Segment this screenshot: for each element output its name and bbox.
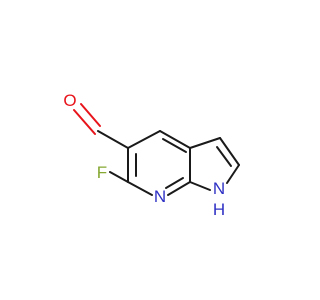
bond-n7-c6 [127,181,153,196]
molecule-canvas: O F N N H [63,91,240,219]
bond-cho-ring [97,130,129,149]
bond-c3-c2-outer [219,137,240,166]
bond-c3-c2-inner [216,146,232,167]
bond-c3a-c3 [189,137,221,149]
bond-c7a-n7-outer [167,181,191,196]
ring-nitrogen-label: N [154,187,166,206]
molecule-structure: O F N N H [63,91,240,219]
nh-hydrogen-label: H [213,200,225,219]
bond-c5-c4 [127,130,161,149]
oxygen-label: O [63,91,76,110]
nh-nitrogen-label: N [213,179,225,198]
fluorine-label: F [97,163,107,182]
bond-c-o-double-1 [73,109,96,135]
bond-c6-f [109,171,129,183]
bond-c7a-n7-inner [165,177,184,189]
bond-c4-c3a-outer [159,130,191,149]
bond-c4-c3a-inner [162,138,187,153]
bond-n1-c7a [189,181,211,191]
bond-c-o-double-2 [80,103,101,127]
bond-c2-n1 [226,164,240,184]
